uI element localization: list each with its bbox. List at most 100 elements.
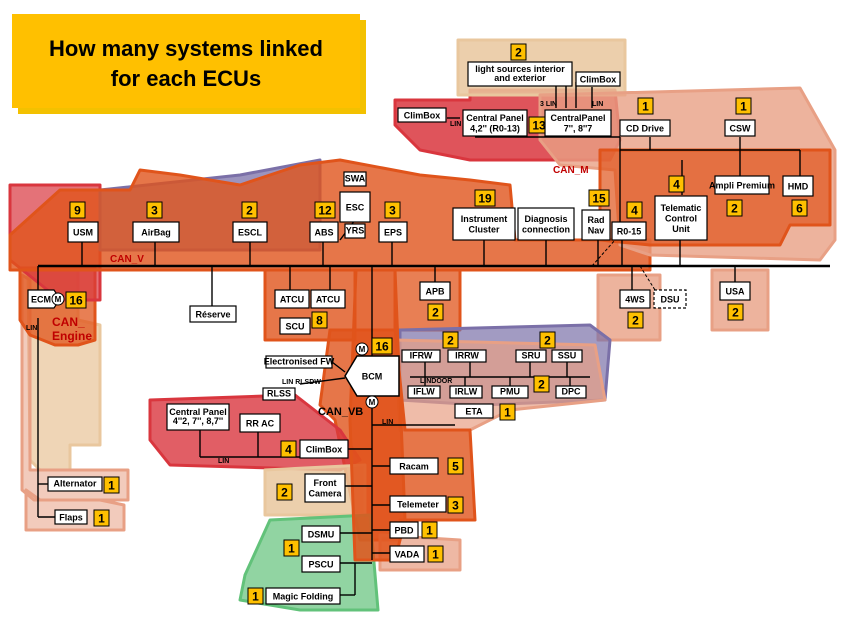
ecu-irrw: IRRW [447, 349, 487, 363]
ecu-bcm: BCM [344, 355, 400, 397]
ecu-label-atcu2: ATCU [316, 294, 340, 304]
badge-magicfolding: 1 [247, 587, 264, 605]
badge-usm: 9 [69, 201, 86, 219]
bus-label-lin3: 3 LIN [540, 101, 557, 108]
ecu-box-cp_small [166, 403, 230, 431]
ecu-box-irlw [449, 385, 483, 399]
ecu-box-usm [67, 221, 99, 243]
badge-box-bcm [371, 337, 393, 355]
ecu-label-rrac: RR AC [246, 418, 275, 428]
ecu-box-vada [389, 545, 425, 563]
bus-label-can-engine: CAN_ [52, 315, 85, 329]
ecu-label-telematic: Control [665, 213, 697, 223]
ecu-label-telematic: Unit [672, 224, 690, 234]
ecu-label-reserve: Réserve [195, 309, 230, 319]
bus-label-can_vb: CAN_VB [318, 406, 363, 418]
badge-flaps: 1 [93, 509, 110, 527]
ecu-reserve: Réserve [189, 305, 237, 323]
ecu-racam: Racam [389, 457, 439, 475]
ecu-label-ampli: Ampli Premium [709, 180, 775, 190]
ecu-box-radnav [581, 209, 611, 241]
badge-count-ecm: 16 [69, 294, 83, 308]
ecu-label-ecm: ECM [31, 294, 51, 304]
badge-count-flaps: 1 [98, 512, 105, 526]
ecu-scu: SCU [279, 317, 311, 335]
ecu-alternator: Alternator [47, 476, 103, 492]
badge-vada: 1 [427, 545, 444, 563]
ecu-csw: CSW [724, 119, 756, 137]
ecu-label-dsu: DSU [660, 294, 679, 304]
ecu-label-eta: ETA [465, 406, 483, 416]
m-ecm-marker: M [51, 292, 65, 306]
title-line-1: How many systems linked [49, 36, 323, 61]
badge-box-ifrw [442, 331, 459, 349]
ecu-label-pbd: PBD [394, 525, 414, 535]
ecu-box-climbox_mid [299, 439, 349, 459]
badge-box-apb [427, 303, 444, 321]
ecu-label-pscu: PSCU [308, 559, 333, 569]
ecu-box-usa [719, 281, 751, 301]
ecu-label-climbox_top: ClimBox [580, 74, 617, 84]
badge-count-escl: 2 [246, 204, 253, 218]
bus-label-lin-climbox-left: LIN [450, 121, 461, 128]
ecu-label-frontcam: Camera [308, 489, 342, 499]
ecu-box-dsmu [301, 525, 341, 543]
badge-count-airbag: 3 [151, 204, 158, 218]
ecu-usa: USA [719, 281, 751, 301]
badge-box-pbd [421, 521, 438, 539]
ecu-box-cp42 [462, 109, 528, 137]
badge-count-frontcam: 2 [281, 486, 288, 500]
badge-count-pbd: 1 [426, 524, 433, 538]
ecu-label-instrument: Instrument [461, 214, 508, 224]
badge-count-lightsources: 2 [515, 46, 522, 60]
badge-box-vada [427, 545, 444, 563]
badge-bcm: 16 [371, 337, 393, 355]
ecu-box-ampli [714, 175, 770, 195]
ecu-box-dsu [653, 289, 687, 309]
ecu-label-climbox_left: ClimBox [404, 110, 441, 120]
badge-pbd: 1 [421, 521, 438, 539]
badge-box-r015 [626, 201, 643, 219]
badge-racam: 5 [447, 457, 464, 475]
ecu-hmd: HMD [782, 175, 814, 197]
badge-pmu: 2 [533, 375, 550, 393]
ecu-eps: EPS [378, 221, 408, 243]
bus-label-lin-cp: LIN [218, 458, 229, 465]
ecu-escl: ESCL [232, 221, 268, 243]
badge-count-csw: 1 [740, 100, 747, 114]
ecu-climbox_mid: ClimBox [299, 439, 349, 459]
badge-4ws: 2 [627, 311, 644, 329]
ecu-magicfolding: Magic Folding [265, 587, 341, 605]
badge-box-telematic [668, 175, 685, 193]
ecu-box-4ws [619, 289, 651, 309]
badge-count-pmu: 2 [538, 378, 545, 392]
badge-climbox_mid: 4 [280, 440, 297, 458]
ecu-pbd: PBD [389, 521, 419, 539]
ecu-vada: VADA [389, 545, 425, 563]
ecu-eta: ETA [454, 403, 494, 419]
badge-box-hmd [791, 199, 808, 217]
ecu-label-radnav: Rad [587, 215, 604, 225]
badge-count-scu: 8 [316, 314, 323, 328]
ecu-label-racam: Racam [399, 461, 429, 471]
badge-box-radnav [588, 189, 610, 207]
title-banner: How many systems linked for each ECUs [12, 14, 360, 108]
ecu-yrs: YRS [344, 223, 366, 239]
ecu-box-scu [279, 317, 311, 335]
badge-cddrive: 1 [637, 97, 654, 115]
title-line-2: for each ECUs [110, 66, 262, 91]
badge-count-abs: 12 [318, 204, 332, 218]
ecu-box-eta [454, 403, 494, 419]
ecu-label-airbag: AirBag [141, 227, 171, 237]
badge-box-usm [69, 201, 86, 219]
ecu-label-ifrw: IFRW [410, 351, 433, 361]
ecu-pmu: PMU [491, 385, 529, 399]
ecu-box-r015 [611, 221, 647, 241]
badge-box-alternator [103, 476, 120, 494]
ecu-label-alternator: Alternator [53, 479, 97, 489]
ecu-label-scu: SCU [285, 321, 304, 331]
